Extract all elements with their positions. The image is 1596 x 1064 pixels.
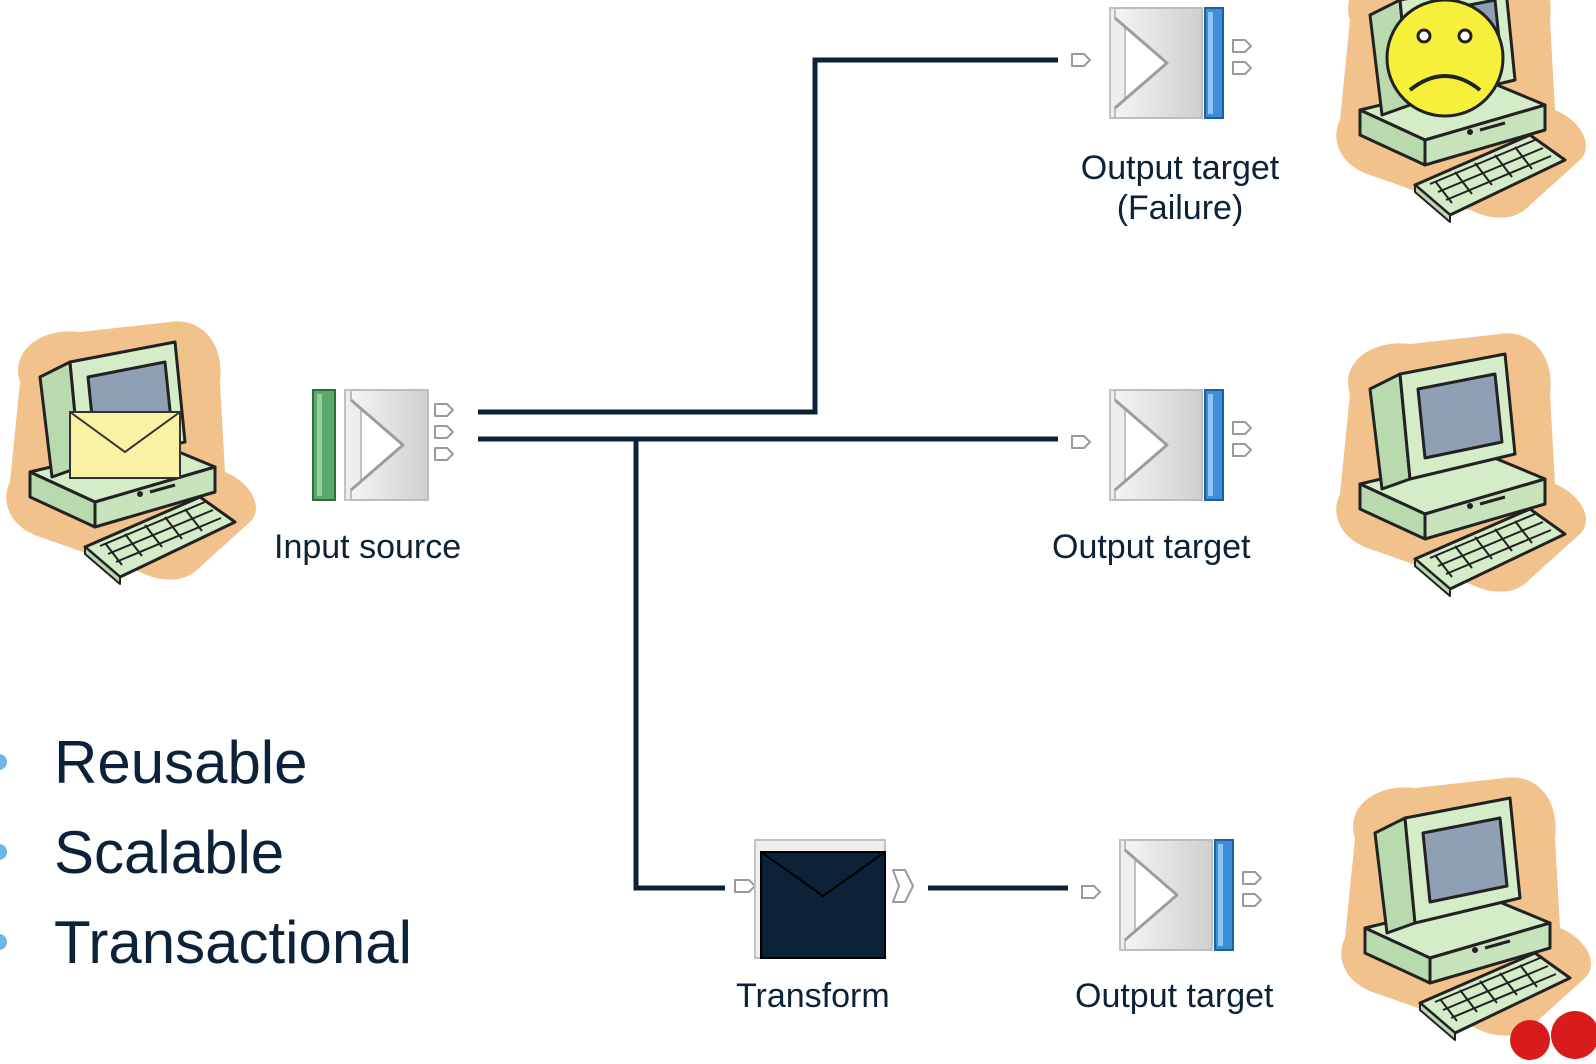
bullet-icon: [0, 754, 7, 770]
sad-face-icon: [1385, 0, 1505, 118]
input-node-icon[interactable]: [313, 390, 453, 500]
output-failure-label-line1: Output target: [1080, 149, 1280, 187]
bullet-text: Transactional: [54, 909, 412, 976]
input-source-label: Input source: [274, 528, 462, 566]
computer-icon: [1339, 775, 1593, 1042]
bullet-icon: [0, 934, 7, 950]
corner-mark: [1510, 1011, 1596, 1060]
computer-icon: [1334, 331, 1588, 598]
output-node-icon[interactable]: [1082, 840, 1261, 950]
output-failure-label-line2: (Failure): [1116, 189, 1244, 227]
connector-to-failure: [478, 57, 1058, 415]
bullet-text: Scalable: [54, 819, 285, 886]
bullet-icon: [0, 844, 7, 860]
connector-lines: [478, 57, 1068, 891]
connector-to-transform: [633, 439, 725, 891]
bullet-text: Reusable: [54, 729, 308, 796]
transform-label: Transform: [736, 977, 890, 1015]
output-node-icon[interactable]: [1072, 390, 1251, 500]
output-failure-label: Output target (Failure): [1060, 148, 1300, 228]
envelope-icon: [69, 411, 181, 479]
output-node-icon[interactable]: [1072, 8, 1251, 118]
transform-node-icon[interactable]: [734, 839, 914, 959]
output-target-bottom-label: Output target: [1075, 977, 1274, 1015]
output-target-label: Output target: [1052, 528, 1251, 566]
